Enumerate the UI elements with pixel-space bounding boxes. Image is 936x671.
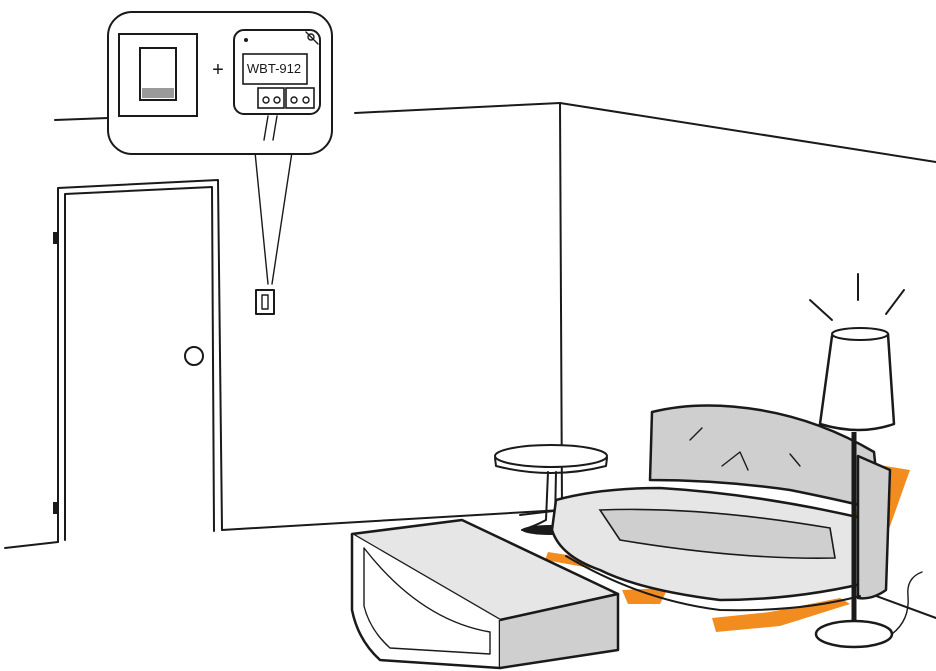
callout-bubble <box>108 12 332 154</box>
light-switch-icon <box>119 34 197 116</box>
wall-light-switch <box>256 290 274 314</box>
door-icon <box>53 180 222 542</box>
plus-sign: + <box>208 58 228 82</box>
callout-pointer <box>255 152 292 284</box>
module-label: WBT-912 <box>244 58 304 80</box>
